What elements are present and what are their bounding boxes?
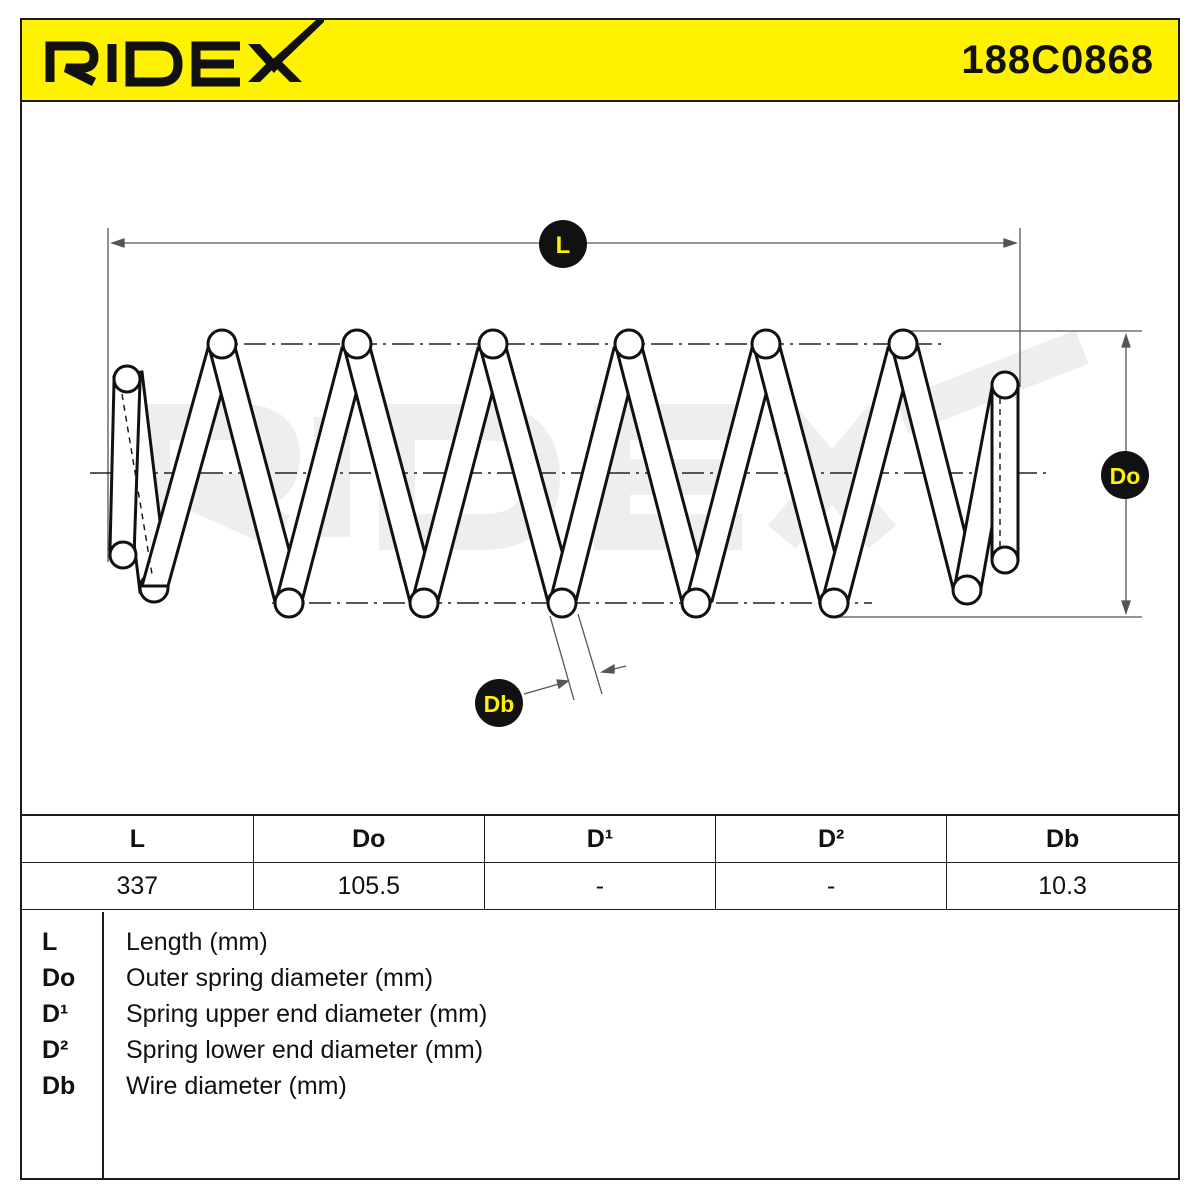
legend-row-db: Db Wire diameter (mm) <box>22 1072 1178 1108</box>
spec-header-db: Db <box>946 814 1178 863</box>
legend-key: L <box>42 928 58 956</box>
spec-value-do: 105.5 <box>252 862 485 910</box>
legend-text: Outer spring diameter (mm) <box>126 964 434 992</box>
part-number: 188C0868 <box>961 38 1154 82</box>
label-badge-length: L <box>539 220 587 268</box>
legend-divider <box>102 912 104 1180</box>
spec-header-d2: D² <box>715 814 948 863</box>
spec-table-value-row: 337 105.5 - - 10.3 <box>22 862 1178 910</box>
legend-row-l: L Length (mm) <box>22 928 1178 964</box>
legend-key: Db <box>42 1072 76 1100</box>
spec-header-l: L <box>22 814 254 863</box>
legend-key: Do <box>42 964 76 992</box>
spec-header-d1: D¹ <box>483 814 717 863</box>
spec-value-d2: - <box>715 862 948 910</box>
label-wire-diameter-text: Db <box>484 691 515 717</box>
legend-key: D¹ <box>42 1000 69 1028</box>
legend-text: Spring lower end diameter (mm) <box>126 1036 484 1064</box>
legend-text: Length (mm) <box>126 928 268 956</box>
spring-drawing: L Do Db <box>90 220 1149 727</box>
spec-table-header-row: L Do D¹ D² Db <box>22 814 1178 863</box>
label-outer-diameter-text: Do <box>1110 463 1141 489</box>
coil-spring <box>108 328 1020 619</box>
legend-key: D² <box>42 1036 69 1064</box>
legend-row-d1: D¹ Spring upper end diameter (mm) <box>22 1000 1178 1036</box>
legend-text: Spring upper end diameter (mm) <box>126 1000 488 1028</box>
spec-value-l: 337 <box>22 862 254 910</box>
legend: L Length (mm) Do Outer spring diameter (… <box>22 912 1178 1180</box>
wire-diameter-dimension <box>523 613 627 701</box>
spec-value-db: 10.3 <box>946 862 1178 910</box>
legend-text: Wire diameter (mm) <box>126 1072 347 1100</box>
legend-row-do: Do Outer spring diameter (mm) <box>22 964 1178 1000</box>
spec-table: L Do D¹ D² Db 337 105.5 - - 10.3 <box>22 814 1178 910</box>
spec-header-do: Do <box>252 814 485 863</box>
spec-value-d1: - <box>483 862 717 910</box>
label-length-text: L <box>556 232 571 259</box>
label-badge-wire-diameter: Db <box>475 679 523 727</box>
datasheet-frame: 188C0868 <box>20 18 1180 1180</box>
label-badge-outer-diameter: Do <box>1101 451 1149 499</box>
ridex-logo <box>45 20 324 87</box>
header-bar: 188C0868 <box>22 20 1178 102</box>
legend-row-d2: D² Spring lower end diameter (mm) <box>22 1036 1178 1072</box>
